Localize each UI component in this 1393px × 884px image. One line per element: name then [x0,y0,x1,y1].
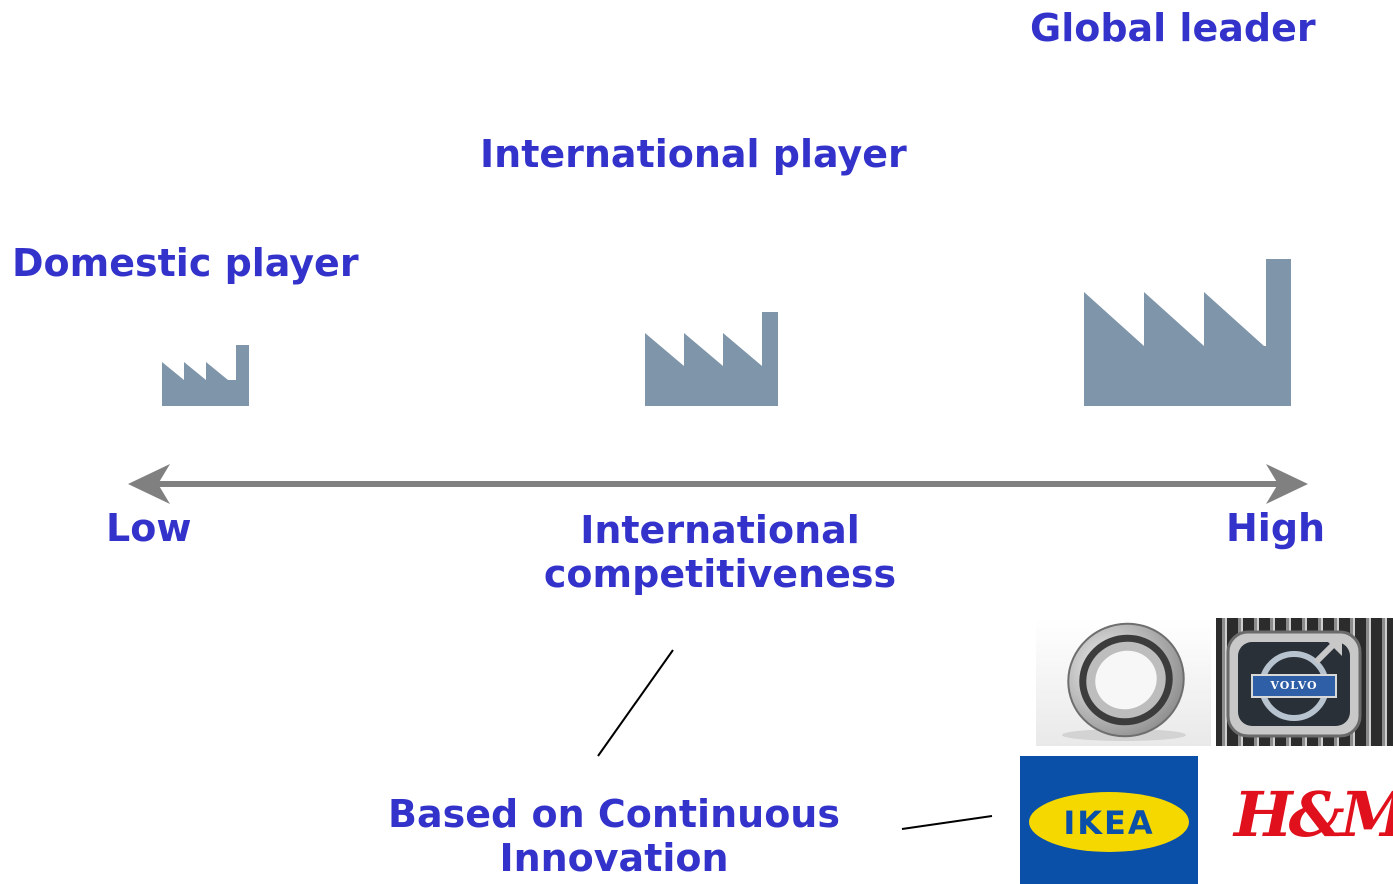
ikea-tile: IKEA [1020,756,1198,884]
axis-label-low: Low [106,506,192,550]
hm-tile: H&M [1210,756,1393,884]
innovation-line-1: Based on Continuous [388,792,840,836]
axis-title-line-1: International [580,508,860,552]
factory-icon-small [162,345,249,406]
label-international-player: International player [480,132,907,176]
factory-icon-large [1084,259,1291,406]
bearing-tile [1036,618,1211,746]
factory-icon-medium [645,312,778,406]
volvo-tile: VOLVO [1216,618,1393,746]
competitiveness-axis-arrow [128,464,1308,504]
axis-title-line-2: competitiveness [543,551,897,596]
innovation-label: Based on Continuous Innovation [340,792,888,880]
axis-label-high: High [1226,506,1326,550]
connector-line-axis [597,649,674,757]
label-domestic-player: Domestic player [12,241,359,285]
ikea-logo [1029,792,1189,852]
hm-logo: H&M [1234,778,1393,851]
volvo-logo-text: VOLVO [1270,679,1318,692]
bearing-icon [1062,622,1186,741]
volvo-logo [1226,630,1362,738]
label-global-leader: Global leader [1030,6,1316,50]
innovation-line-2: Innovation [499,835,729,880]
ikea-logo-text: IKEA [1063,804,1155,842]
axis-title: International competitiveness [500,508,940,596]
connector-line-logos [901,815,993,830]
